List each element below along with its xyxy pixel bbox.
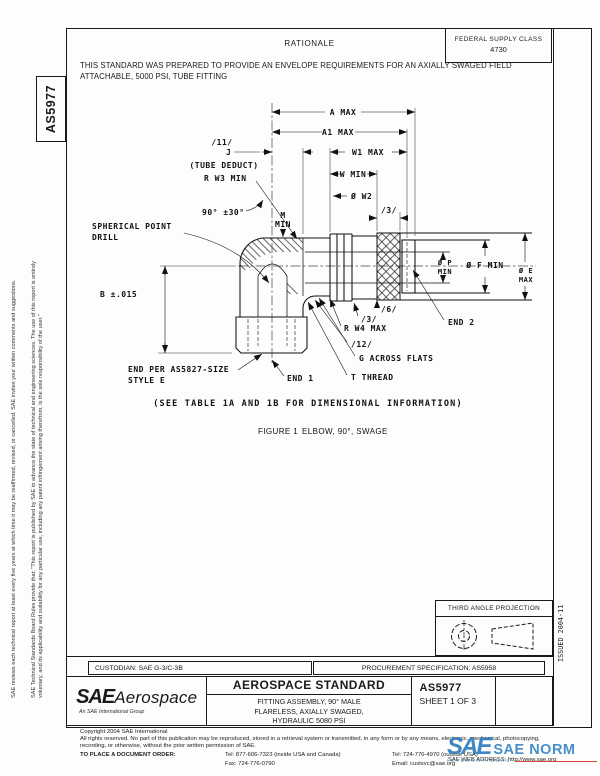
sae-logo-cell: SAEAerospace An SAE International Group [67, 677, 208, 725]
sidebar-disclaimer-1: SAE Technical Standards Board Rules prov… [31, 261, 46, 698]
disclaimer-line: voluntary, and its applicability and sui… [38, 314, 45, 698]
label-dia-e: Ø E [518, 267, 533, 275]
figure-labels: A MAX A1 MAX /11/ J (TUBE DEDUCT) W1 MAX… [92, 108, 533, 436]
title-area-separator [66, 656, 553, 657]
sae-logo-text: SAE [76, 686, 115, 708]
label-b-tol: B ±.015 [100, 290, 137, 299]
label-style-e: STYLE E [128, 376, 165, 385]
standard-title: FITTING ASSEMBLY, 90° MALE FLARELESS, AX… [207, 695, 410, 726]
watermark-red-rule [515, 761, 597, 762]
section-hatching [239, 232, 401, 301]
bore-lines [257, 238, 450, 317]
standard-title-line-2: FLARELESS, AXIALLY SWAGED, [254, 706, 364, 716]
sidebar-disclaimer-2: SAE reviews each technical report at lea… [11, 280, 18, 698]
label-m: M [280, 211, 285, 220]
logo-subtext: An SAE International Group [79, 709, 145, 715]
rights-line-2: recording, or otherwise, without the pri… [80, 743, 256, 749]
label-a-max: A MAX [330, 108, 357, 117]
tel-inside: Tel: 877-606-7323 (inside USA and Canada… [225, 752, 341, 758]
sae-aerospace-logo: SAEAerospace [76, 687, 197, 708]
dimension-lines [162, 109, 528, 377]
label-note-3: /3/ [361, 315, 377, 324]
sidebar-doc-number: AS5977 [36, 76, 66, 142]
rationale-paragraph: THIS STANDARD WAS PREPARED TO PROVIDE AN… [80, 60, 512, 83]
email-address: Email: custsvc@sae.org [392, 761, 456, 767]
label-g-across-flats: G ACROSS FLATS [359, 354, 433, 363]
procurement-spec-cell: PROCUREMENT SPECIFICATION: AS5958 [313, 661, 545, 675]
label-r-w4-max: R W4 MAX [344, 324, 387, 333]
rationale-line-2: ATTACHABLE, 5000 PSI, TUBE FITTING [80, 72, 228, 82]
copyright-line: Copyright 2004 SAE International [80, 729, 168, 735]
title-block: SAEAerospace An SAE International Group … [66, 676, 553, 726]
figure-note: (SEE TABLE 1A AND 1B FOR DIMENSIONAL INF… [153, 399, 463, 409]
label-dia-p: Ø P [437, 259, 452, 267]
aerospace-logo-text: Aerospace [114, 688, 198, 707]
label-note-11: /11/ [211, 138, 232, 147]
standard-type-heading: AEROSPACE STANDARD [207, 677, 411, 695]
label-drill: DRILL [92, 233, 119, 242]
label-spherical-point: SPHERICAL POINT [92, 222, 172, 231]
disclaimer-line: SAE reviews each technical report at lea… [11, 279, 17, 698]
fsc-value: 4730 [490, 44, 507, 54]
disclaimer-line: SAE Technical Standards Board Rules prov… [31, 260, 37, 698]
label-dia-p-min: MIN [438, 268, 452, 276]
label-tube-deduct: (TUBE DEDUCT) [189, 161, 258, 170]
projection-symbol [451, 620, 534, 652]
sheet-number: SHEET 1 OF 3 [419, 696, 477, 706]
custodian-cell: CUSTODIAN: SAE G-3/C-3B [88, 661, 312, 675]
tel-outside: Tel: 724-776-4970 (outside USA) [392, 752, 478, 758]
label-a1-max: A1 MAX [322, 128, 354, 137]
watermark-sae-logo: SAE [447, 733, 492, 760]
label-note-12: /12/ [351, 340, 372, 349]
label-dia-w2: Ø W2 [350, 191, 372, 201]
hidden-lines [247, 242, 408, 351]
figure-caption-prefix: FIGURE 1 [258, 427, 298, 436]
right-margin-rule [553, 28, 554, 726]
page-border-frame [66, 28, 592, 728]
federal-supply-class-box: FEDERAL SUPPLY CLASS 4730 [445, 28, 552, 63]
figure-caption-text: ELBOW, 90°, SWAGE [302, 427, 388, 436]
elbow-fitting-outline [235, 232, 532, 354]
empty-cell [496, 677, 552, 725]
label-w1-max: W1 MAX [352, 148, 384, 157]
order-label: TO PLACE A DOCUMENT ORDER: [80, 752, 176, 758]
rationale-line-1: THIS STANDARD WAS PREPARED TO PROVIDE AN… [80, 61, 512, 70]
third-angle-projection-box: THIRD ANGLE PROJECTION [435, 600, 553, 656]
label-end-per: END PER AS5827-SIZE [128, 365, 229, 374]
label-dia-e-max: MAX [519, 276, 533, 284]
standard-title-cell: AEROSPACE STANDARD FITTING ASSEMBLY, 90°… [207, 677, 412, 726]
sidebar-doc-number-box: AS5977 [36, 76, 66, 142]
label-j: J [226, 148, 231, 157]
label-dia-f-min: Ø F MIN [465, 260, 503, 270]
label-t-thread: T THREAD [351, 373, 394, 382]
standard-title-line-3: HYDRAULIC 5080 PSI [272, 716, 346, 726]
fsc-label: FEDERAL SUPPLY CLASS [454, 36, 543, 44]
sae-norm-watermark: SAE SAE NORM INTERNATIONAL [447, 733, 597, 764]
doc-number: AS5977 [419, 682, 462, 694]
rationale-heading: RATIONALE [284, 39, 335, 48]
issued-date: ISSUED 2004-11 [557, 604, 565, 662]
label-r-w3-min: R W3 MIN [204, 174, 247, 183]
label-w-min: W MIN [340, 170, 367, 179]
label-end-1: END 1 [287, 374, 314, 383]
rights-line-1: All rights reserved. No part of this pub… [80, 736, 540, 742]
standard-title-line-1: FITTING ASSEMBLY, 90° MALE [257, 697, 361, 706]
label-angle: 90° ±30° [202, 208, 245, 217]
label-note-3-top: /3/ [381, 206, 397, 215]
watermark-name: SAE NORM [493, 742, 576, 758]
web-address: SAE WEB ADDRESS: http://www.sae.org [448, 757, 557, 763]
watermark-subtext: INTERNATIONAL [447, 759, 512, 764]
extension-lines [158, 108, 416, 354]
label-m-min: MIN [275, 220, 291, 229]
doc-number-cell: AS5977 SHEET 1 OF 3 [412, 677, 497, 725]
label-end-2: END 2 [448, 318, 475, 327]
fax-number: Fax: 724-776-0790 [225, 761, 275, 767]
label-note-6: /6/ [381, 305, 397, 314]
projection-title: THIRD ANGLE PROJECTION [436, 601, 552, 617]
figure-1-drawing: A MAX A1 MAX /11/ J (TUBE DEDUCT) W1 MAX… [92, 103, 536, 436]
